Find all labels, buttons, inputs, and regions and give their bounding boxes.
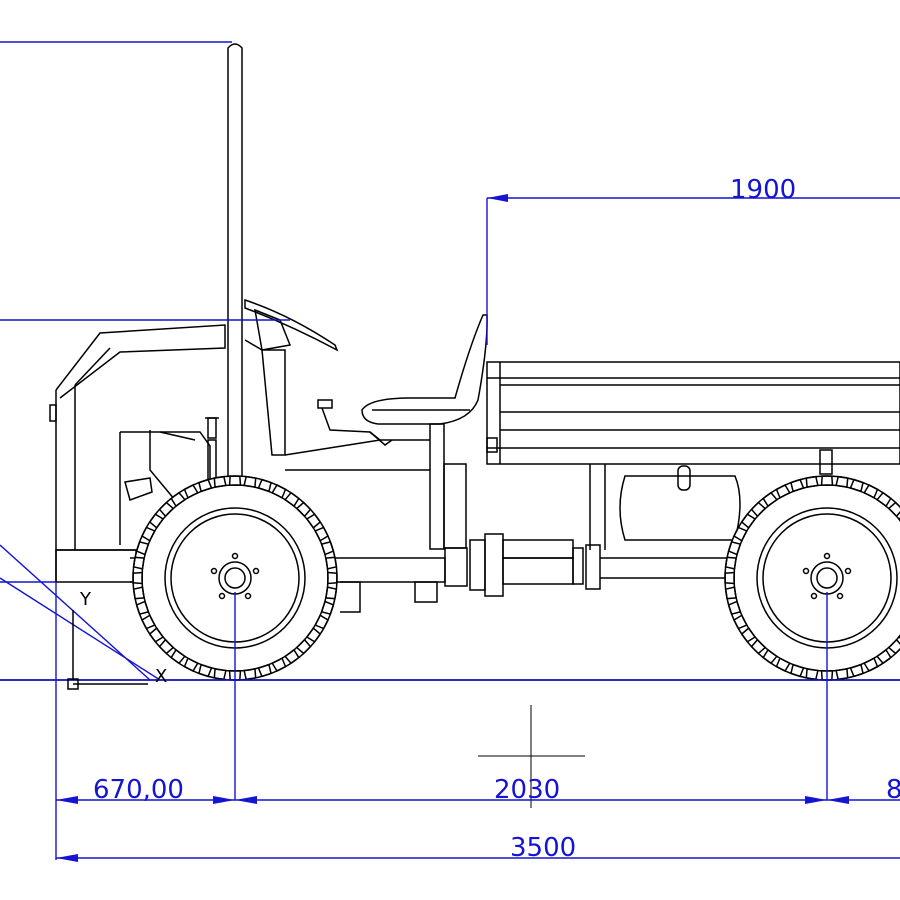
driver-seat [361,314,488,550]
tire-tread-block [228,475,242,486]
front-wheel [132,475,338,681]
tire-tread-block [213,667,227,681]
tire-tread-block [805,475,819,489]
floor-and-pedals [284,399,430,471]
tire-tread-block [835,475,849,489]
tire-tread-block [863,484,879,499]
tire-tread-block [314,526,329,542]
cargo-bed [486,361,900,550]
tire-tread-block [305,627,322,643]
tire-tread-block [887,638,900,655]
dimension-rear-overhang: 8 [827,775,900,805]
tire-tread-block [213,475,227,489]
tire-tread-block [141,526,156,542]
tire-tread-block [148,627,165,643]
tire-tread-block [284,491,300,508]
tire-tread-block [775,484,791,499]
dimension-label-rear-overhang: 8 [886,775,900,805]
engine-hood [49,324,226,583]
tire-tread-block [305,513,322,529]
tire-tread-block [727,541,742,556]
dimension-top-1900: 1900 [486,175,900,345]
tire-tread-block [158,638,175,655]
tire-tread-block [327,571,338,585]
tire-tread-block [805,667,819,681]
tire-tread-block [170,491,186,508]
tire-tread-block [271,484,287,499]
dimension-label-front-overhang: 670,00 [93,775,184,805]
tire-tread-block [295,638,312,655]
tire-tread-block [132,586,146,600]
tire-tread-block [170,648,186,665]
tire-tread-block [775,657,791,672]
tire-tread-block [132,571,143,585]
crosshair-cursor [478,705,585,808]
tire-tread-block [750,638,767,655]
tire-tread-block [198,478,213,493]
tire-tread-block [849,478,864,493]
tire-tread-block [750,501,767,518]
tire-tread-block [314,614,329,630]
ucs-x-label: X [155,666,167,687]
ucs-icon: Y X [67,589,167,690]
tire-tread-block [284,648,300,665]
tire-tread-block [183,657,199,672]
tire-tread-block [198,663,213,678]
dimension-overall-length: 3500 [56,833,900,863]
tire-tread-block [724,586,738,600]
tire-tread-block [257,478,272,493]
dimension-label-wheelbase: 2030 [494,775,560,805]
tire-tread-block [733,526,748,542]
exhaust-pipe [227,43,243,483]
tire-tread-block [271,657,287,672]
steering-assembly [244,298,339,456]
dimension-label-overall: 3500 [510,833,576,863]
tire-tread-block [148,513,165,529]
tire-tread-block [863,657,879,672]
dimension-front-overhang: 670,00 [56,775,235,805]
tire-tread-block [740,627,757,643]
tire-tread-block [132,556,146,570]
tire-tread-block [790,478,805,493]
tire-tread-block [762,491,778,508]
tire-tread-block [876,648,892,665]
tire-tread-block [320,600,335,615]
tire-tread-block [158,501,175,518]
tire-tread-block [141,614,156,630]
tire-tread-block [320,541,335,556]
tire-tread-block [849,663,864,678]
ucs-y-label: Y [79,589,92,610]
tire-tread-block [876,491,892,508]
rear-wheel [724,475,900,681]
tire-tread-block [324,556,338,570]
tire-tread-block [324,586,338,600]
dimension-label-top: 1900 [730,175,796,205]
dimension-wheelbase: 2030 [235,775,827,805]
tire-tread-block [727,600,742,615]
tire-tread-block [257,663,272,678]
tire-tread-block [724,571,735,585]
tire-tread-block [724,556,738,570]
tire-tread-block [762,648,778,665]
tire-tread-block [733,614,748,630]
tire-tread-block [790,663,805,678]
tire-tread-block [183,484,199,499]
tire-tread-block [820,475,834,486]
tire-tread-block [243,475,257,489]
tire-tread-block [295,501,312,518]
tire-tread-block [135,600,150,615]
tire-tread-block [887,501,900,518]
tire-tread-block [135,541,150,556]
tire-tread-block [740,513,757,529]
reference-lines [0,41,900,860]
